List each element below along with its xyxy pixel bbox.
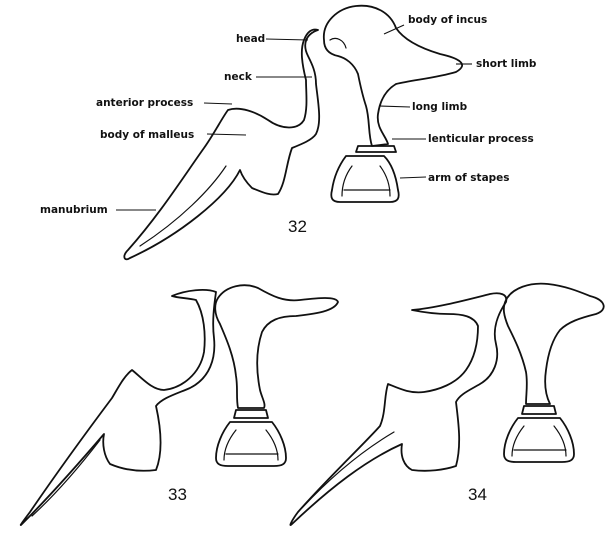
incus-articular-facet-32 xyxy=(330,38,346,48)
manubrium-inner-edge-34 xyxy=(302,432,394,508)
label-arm-of-stapes: arm of stapes xyxy=(428,172,510,184)
incus-32 xyxy=(324,6,462,146)
incus-34 xyxy=(504,284,604,404)
label-neck: neck xyxy=(224,71,253,83)
stapes-34 xyxy=(504,406,574,462)
label-head: head xyxy=(236,33,265,45)
figure-34: 34 xyxy=(290,284,603,525)
incus-33 xyxy=(215,285,338,408)
label-anterior-process: anterior process xyxy=(96,97,193,109)
label-body-of-incus: body of incus xyxy=(408,14,487,26)
leader-lines-32 xyxy=(116,25,472,210)
stapes-32 xyxy=(331,146,398,202)
label-lenticular-process: lenticular process xyxy=(428,133,534,145)
label-short-limb: short limb xyxy=(476,58,537,70)
label-long-limb: long limb xyxy=(412,101,468,113)
stapes-33 xyxy=(216,410,286,466)
figure-number-33: 33 xyxy=(168,485,187,504)
figure-33: 33 xyxy=(21,285,338,525)
figure-number-32: 32 xyxy=(288,217,307,236)
figure-32: head neck anterior process body of malle… xyxy=(40,6,537,260)
figure-number-34: 34 xyxy=(468,485,487,504)
label-manubrium: manubrium xyxy=(40,204,108,216)
label-body-of-malleus: body of malleus xyxy=(100,129,194,141)
